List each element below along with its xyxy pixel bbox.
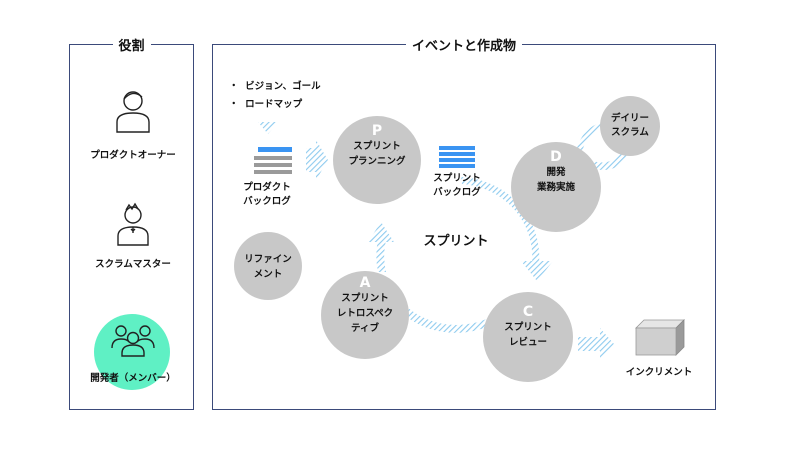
events-title: イベントと作成物: [405, 35, 523, 54]
arrow-doing-to-check: [521, 261, 553, 281]
product-backlog-stack: [254, 147, 292, 174]
sprint-cycle-ring-left: [376, 240, 386, 272]
refinement-circle: [234, 232, 302, 300]
roles-panel: 役割: [69, 35, 194, 410]
doing-circle: [511, 142, 601, 232]
planning-label: P スプリント プランニング: [348, 123, 406, 168]
roles-title: 役割: [112, 35, 151, 54]
developers-highlight: [94, 314, 170, 390]
arrow-check-to-increment: [578, 328, 614, 360]
check-circle: [483, 292, 573, 382]
product-backlog-label: プロダクト バックログ: [243, 182, 291, 207]
sprint-backlog-stack: [439, 146, 475, 168]
doing-label: D 開発 業務実施: [536, 149, 576, 194]
sprint-cycle-ring-bottom: [383, 286, 506, 333]
scrum-master-icon: [117, 202, 149, 246]
bullet-vision: ・ ビジョン、ゴール: [229, 81, 321, 92]
refinement-label: リファイン メント: [244, 254, 292, 280]
act-circle: [321, 271, 409, 359]
developers-label: 開発者（メンバー）: [90, 373, 176, 384]
arrow-backlog-to-planning: [306, 140, 328, 180]
planning-circle: [333, 116, 421, 204]
arrow-act-to-plan: [368, 222, 394, 242]
events-panel: イベントと作成物: [212, 35, 716, 410]
daily-label: デイリー スクラム: [610, 113, 650, 138]
increment-box: [635, 319, 685, 356]
arrow-vision-to-backlog: [258, 122, 278, 134]
sprint-label: スプリント: [423, 234, 489, 249]
sprint-cycle-ring: [461, 177, 540, 263]
daily-circle: [600, 96, 660, 156]
product-owner-label: プロダクトオーナー: [90, 150, 176, 161]
bullet-roadmap: ・ ロードマップ: [229, 99, 303, 110]
developers-icon: [111, 325, 155, 357]
increment-label: インクリメント: [625, 367, 693, 378]
scrum-master-label: スクラムマスター: [95, 259, 171, 270]
check-label: C スプリント レビュー: [504, 304, 552, 349]
product-owner-icon: [116, 91, 150, 133]
sprint-backlog-label: スプリント バックログ: [433, 173, 481, 198]
act-label: A スプリント レトロスペク ティブ: [336, 275, 394, 335]
